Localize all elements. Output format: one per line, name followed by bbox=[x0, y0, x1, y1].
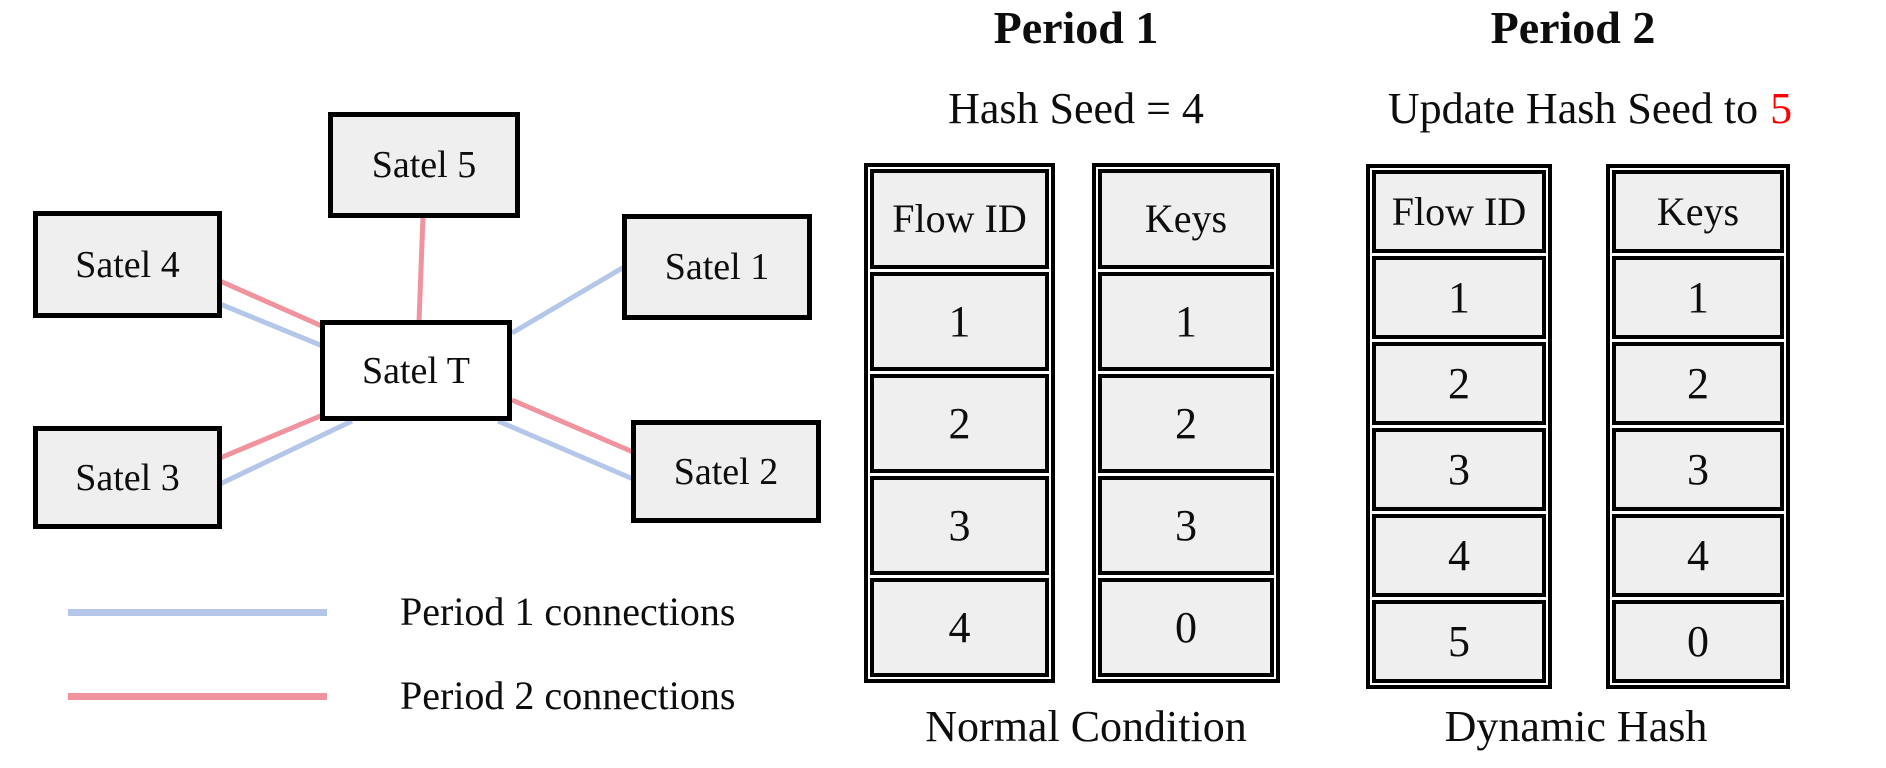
period2-caption: Dynamic Hash bbox=[1444, 702, 1708, 751]
table-cell: 1 bbox=[1098, 272, 1274, 371]
table-cell: 2 bbox=[1098, 374, 1274, 473]
node-satel-t: Satel T bbox=[320, 320, 512, 421]
node-label: Satel 3 bbox=[75, 456, 180, 499]
node-label: Satel T bbox=[361, 349, 470, 392]
period2-flow-table: Flow ID 1 2 3 4 5 bbox=[1366, 164, 1552, 689]
edge-satelT-satel2-period1 bbox=[497, 418, 634, 482]
table-cell: 3 bbox=[1098, 476, 1274, 575]
table-cell: 2 bbox=[870, 374, 1049, 473]
table-cell: 5 bbox=[1372, 600, 1546, 683]
table-cell: 1 bbox=[1372, 256, 1546, 339]
table-cell: 0 bbox=[1612, 600, 1784, 683]
table-cell: 4 bbox=[1612, 514, 1784, 597]
table-cell: 3 bbox=[1612, 428, 1784, 511]
period1-caption: Normal Condition bbox=[925, 702, 1247, 751]
node-satel-4: Satel 4 bbox=[33, 211, 222, 318]
period2-title: Period 2 bbox=[1490, 2, 1656, 53]
edge-satelT-satel2-period2 bbox=[511, 397, 634, 455]
period1-keys-table: Keys 1 2 3 0 bbox=[1092, 163, 1280, 683]
table-cell: 3 bbox=[1372, 428, 1546, 511]
period1-subtitle: Hash Seed = 4 bbox=[948, 84, 1204, 133]
period2-line-swatch bbox=[68, 692, 327, 700]
edge-satel4-satelT-period2 bbox=[218, 278, 326, 330]
node-satel-5: Satel 5 bbox=[328, 112, 520, 218]
node-label: Satel 4 bbox=[75, 243, 180, 286]
period1-line-swatch bbox=[68, 608, 327, 616]
table-header-cell: Keys bbox=[1612, 170, 1784, 253]
table-cell: 2 bbox=[1372, 342, 1546, 425]
table-cell: 0 bbox=[1098, 578, 1274, 677]
edge-satelT-satel1-period1 bbox=[510, 264, 626, 336]
period2-subtitle-text: Update Hash Seed to bbox=[1387, 84, 1759, 133]
table-header-cell: Flow ID bbox=[1372, 170, 1546, 253]
table-cell: 1 bbox=[870, 272, 1049, 371]
node-label: Satel 1 bbox=[664, 246, 770, 288]
table-cell: 3 bbox=[870, 476, 1049, 575]
period2-keys-table: Keys 1 2 3 4 0 bbox=[1606, 164, 1790, 689]
period2-subtitle-highlight: 5 bbox=[1770, 84, 1793, 133]
legend-period2-label: Period 2 connections bbox=[400, 673, 736, 718]
table-header-cell: Keys bbox=[1098, 169, 1274, 269]
legend-period1: Period 1 connections bbox=[68, 585, 736, 639]
table-cell: 4 bbox=[870, 578, 1049, 677]
table-cell: 4 bbox=[1372, 514, 1546, 597]
node-satel-3: Satel 3 bbox=[33, 426, 222, 529]
legend-period2: Period 2 connections bbox=[68, 669, 736, 723]
table-cell: 1 bbox=[1612, 256, 1784, 339]
edge-satel3-satelT-period1 bbox=[218, 418, 354, 487]
table-header-cell: Flow ID bbox=[870, 169, 1049, 269]
node-label: Satel 5 bbox=[371, 144, 477, 186]
edge-satel3-satelT-period2 bbox=[219, 409, 331, 461]
edge-satel4-satelT-period1 bbox=[219, 301, 331, 352]
table-cell: 2 bbox=[1612, 342, 1784, 425]
period1-title: Period 1 bbox=[993, 2, 1159, 53]
edge-satel5-satelT-period2 bbox=[416, 215, 426, 323]
period1-flow-table: Flow ID 1 2 3 4 bbox=[864, 163, 1055, 683]
node-satel-1: Satel 1 bbox=[622, 214, 812, 320]
legend-period1-label: Period 1 connections bbox=[400, 589, 736, 634]
node-satel-2: Satel 2 bbox=[631, 420, 821, 523]
node-label: Satel 2 bbox=[673, 450, 779, 493]
